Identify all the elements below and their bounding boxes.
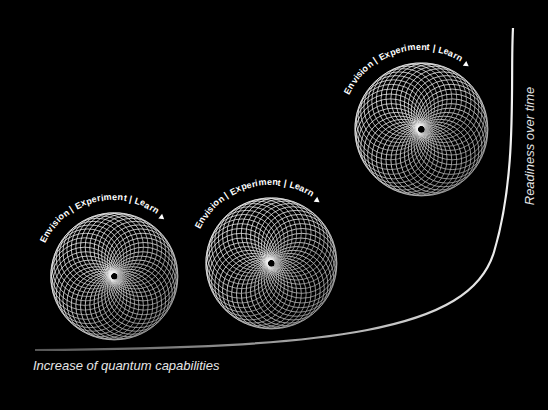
spiral-ring	[250, 201, 320, 271]
cycle-label: Envision | Experiment | Learn	[203, 195, 337, 329]
cycle-node: Envision | Experiment | Learn	[352, 60, 488, 196]
spiral-ring	[400, 66, 471, 137]
spiral-ring	[94, 216, 162, 284]
spiral-circle	[48, 210, 178, 340]
spiral-ring	[90, 214, 158, 282]
spiral-ring	[396, 64, 467, 135]
axis-line	[262, 365, 512, 367]
spiral-ring	[241, 198, 311, 268]
spiral-rings	[355, 63, 488, 196]
spiral-ring	[417, 89, 488, 160]
spiral-ring	[246, 199, 316, 269]
spiral-rings	[206, 198, 337, 329]
arrow-mark	[158, 214, 164, 219]
spiral-ring	[416, 84, 487, 155]
cycle-node: Envision | Experiment | Learn	[48, 210, 178, 340]
spiral-ring	[107, 229, 175, 297]
spiral-ring	[110, 238, 178, 306]
arrow-mark	[463, 61, 469, 66]
spiral-ring	[267, 224, 337, 294]
cycle-node: Envision | Experiment | Learn	[203, 195, 337, 329]
growth-curve	[35, 28, 513, 350]
spiral-rings	[51, 213, 178, 340]
spiral-ring	[261, 210, 331, 280]
spiral-ring	[264, 215, 334, 285]
axis-label: Increase of quantum capabilities	[33, 358, 219, 374]
spiral-ring	[266, 219, 336, 289]
spiral-ring	[414, 80, 485, 151]
spiral-ring	[52, 233, 120, 301]
spiral-ring	[105, 225, 173, 293]
arrow-mark	[314, 197, 320, 202]
cycle-label: Envision | Experiment | Learn	[352, 60, 488, 196]
spiral-ring	[207, 219, 277, 289]
spiral-circle	[352, 60, 488, 196]
spiral-ring	[109, 233, 177, 301]
spiral-ring	[356, 84, 427, 155]
axis-label: Readiness over time	[522, 87, 538, 206]
spiral-ring	[411, 76, 482, 147]
cycle-label: Envision | Experiment | Learn	[48, 210, 178, 340]
spiral-ring	[85, 213, 153, 281]
spiral-ring	[391, 63, 462, 134]
spiral-circle	[203, 195, 337, 329]
